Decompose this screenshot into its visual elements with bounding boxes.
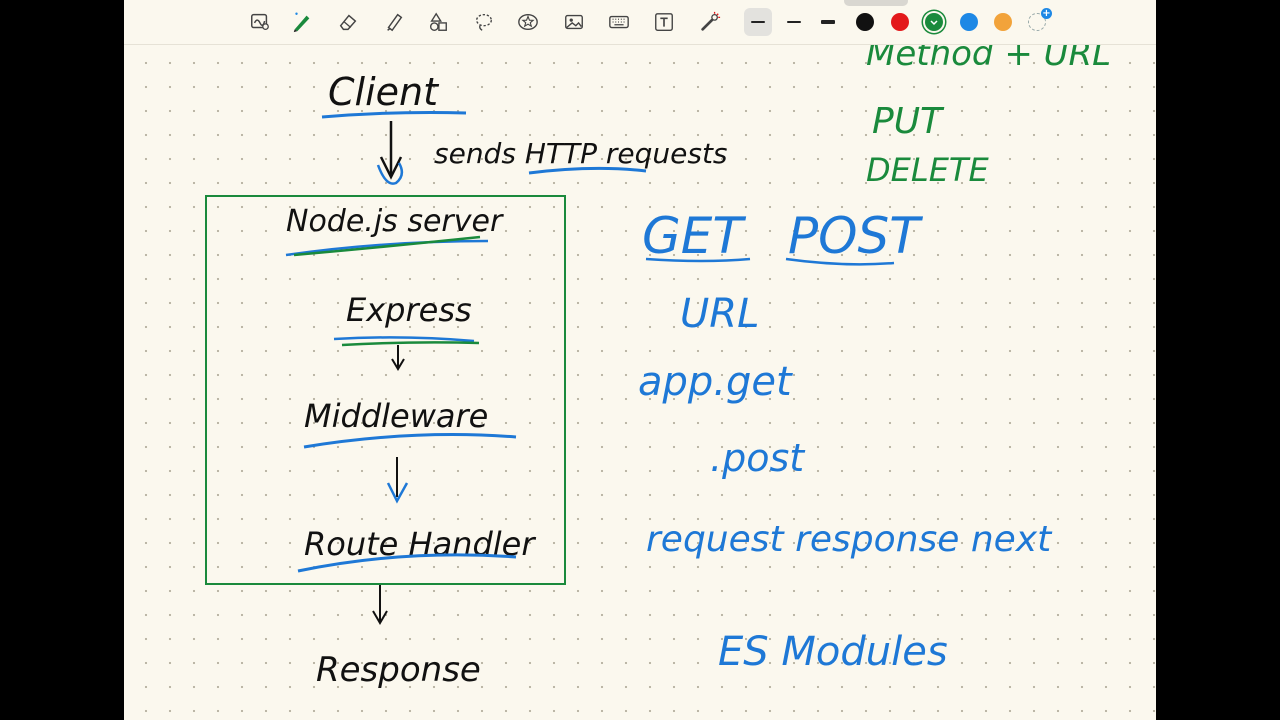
color-black-swatch[interactable] — [856, 13, 874, 31]
pen-tool-icon[interactable] — [288, 8, 316, 36]
laser-pointer-icon[interactable] — [696, 8, 724, 36]
keyboard-tool-icon[interactable] — [605, 8, 633, 36]
ink-layer: Client sends HTTP requests Node.js serve… — [205, 45, 1111, 690]
client-label: Client — [328, 70, 440, 114]
es-modules-label: ES Modules — [718, 629, 948, 675]
request-response-next-label: request response next — [646, 519, 1053, 560]
zoom-lasso-tool-icon[interactable] — [246, 8, 274, 36]
color-orange-swatch[interactable] — [994, 13, 1012, 31]
put-label: PUT — [872, 101, 945, 142]
response-label: Response — [316, 650, 481, 690]
note-app: + Client sends HTTP requests Node.js ser… — [124, 0, 1156, 720]
express-label: Express — [346, 291, 472, 329]
method-url-label: Method + URL — [866, 45, 1111, 74]
sticker-tool-icon[interactable] — [514, 8, 542, 36]
highlighter-tool-icon[interactable] — [380, 8, 408, 36]
eraser-tool-icon[interactable] — [334, 8, 362, 36]
lasso-tool-icon[interactable] — [470, 8, 498, 36]
shapes-tool-icon[interactable] — [424, 8, 452, 36]
color-blue-swatch[interactable] — [960, 13, 978, 31]
post-call-label: .post — [710, 436, 806, 480]
color-green-swatch-selected[interactable] — [925, 13, 943, 31]
url-label: URL — [680, 291, 759, 337]
drag-handle[interactable] — [844, 0, 908, 6]
middleware-label: Middleware — [304, 397, 488, 435]
toolbar: + — [124, 0, 1156, 45]
delete-label: DELETE — [866, 151, 989, 189]
chevron-down-icon — [930, 20, 938, 26]
color-red-swatch[interactable] — [891, 13, 909, 31]
note-canvas[interactable]: Client sends HTTP requests Node.js serve… — [124, 45, 1156, 720]
text-tool-icon[interactable] — [650, 8, 678, 36]
get-label: GET — [642, 207, 746, 265]
sends-requests-label: sends HTTP requests — [434, 137, 728, 170]
app-get-label: app.get — [638, 359, 793, 405]
image-tool-icon[interactable] — [560, 8, 588, 36]
post-label: POST — [788, 207, 923, 265]
stroke-thick-button[interactable] — [814, 8, 842, 36]
node-server-label: Node.js server — [286, 204, 504, 239]
stroke-thin-button[interactable] — [744, 8, 772, 36]
add-color-button[interactable]: + — [1028, 8, 1052, 31]
plus-icon: + — [1041, 8, 1052, 19]
stroke-medium-button[interactable] — [780, 8, 808, 36]
